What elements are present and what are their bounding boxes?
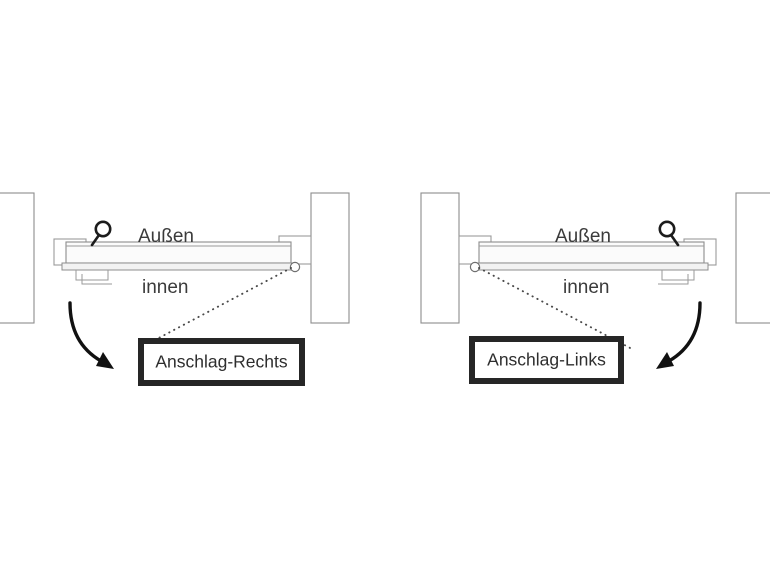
door-handle-icon [90,220,112,247]
label-innen-right: innen [563,277,610,298]
label-aussen-right: Außen [555,226,611,247]
door-threshold-left [75,270,112,285]
panel-anschlag-rechts: Außen innen Anschlag-Rechts [0,192,350,386]
swing-direction-arrow [68,301,114,369]
door-leaf-left [61,241,298,271]
label-aussen-left: Außen [138,226,194,247]
door-handle-icon [658,220,680,247]
swing-direction-arrow [656,301,702,369]
hinge-pivot-marker [469,261,481,273]
panel-anschlag-links: Außen innen Anschlag-Links [420,192,770,384]
wall-outer-right [735,192,770,324]
door-threshold-right [658,270,695,285]
label-innen-left: innen [142,277,189,298]
callout-label-rechts: Anschlag-Rechts [155,352,288,372]
callout-anschlag-rechts[interactable]: Anschlag-Rechts [138,338,305,386]
wall-inner-left [310,192,350,324]
hinge-pivot-marker [289,261,301,273]
callout-label-links: Anschlag-Links [487,350,606,370]
callout-anschlag-links[interactable]: Anschlag-Links [469,336,624,384]
wall-outer-left [0,192,35,324]
wall-inner-right [420,192,460,324]
